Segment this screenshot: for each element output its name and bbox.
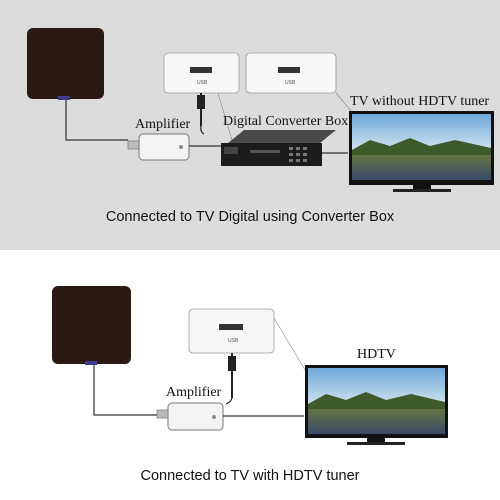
bottom-amplifier-label: Amplifier <box>166 385 222 400</box>
bottom-antenna-panel <box>52 286 131 364</box>
bottom-amplifier <box>156 402 224 431</box>
top-antenna-logo <box>58 96 70 100</box>
bottom-diagram: Amplifier USB HDTV Connected <box>52 286 448 484</box>
top-tv-label: TV without HDTV tuner <box>350 94 489 109</box>
top-converter-label: Digital Converter Box <box>223 114 348 129</box>
bottom-caption: Connected to TV with HDTV tuner <box>141 468 360 484</box>
top-diagram: Amplifier USB USB <box>27 28 494 225</box>
bottom-tv <box>305 365 448 445</box>
bottom-antenna-logo <box>85 361 97 365</box>
top-tv <box>349 111 494 192</box>
top-caption: Connected to TV Digital using Converter … <box>106 209 395 225</box>
bottom-usb-label: USB <box>228 338 239 344</box>
top-usb-plug <box>197 95 205 109</box>
top-usb-label-2: USB <box>285 80 296 86</box>
top-usb-callout-1: USB <box>163 52 240 94</box>
top-usb-callout-2: USB <box>245 52 337 94</box>
bottom-usb-callout: USB <box>188 308 275 354</box>
bottom-antenna <box>52 286 131 365</box>
bottom-usb-plug <box>228 356 236 371</box>
top-amplifier-label: Amplifier <box>135 117 191 132</box>
top-antenna-panel <box>27 28 104 99</box>
bottom-cable-antenna-amp <box>93 365 160 416</box>
bottom-tv-label: HDTV <box>357 347 396 362</box>
top-usb-label-1: USB <box>197 80 208 86</box>
top-converter-box <box>221 130 336 166</box>
top-antenna <box>27 28 104 100</box>
top-cable-antenna-amp <box>65 100 128 141</box>
top-amplifier <box>127 133 190 161</box>
